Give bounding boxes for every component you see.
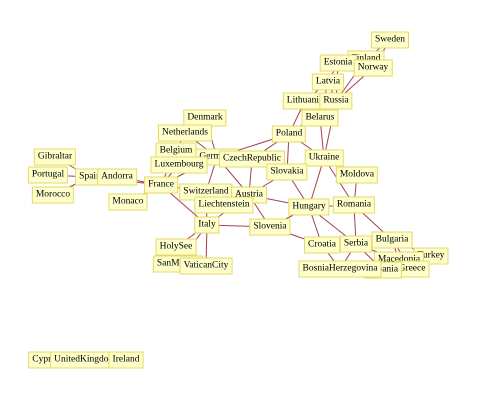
node-italy[interactable]: Italy: [194, 216, 220, 234]
node-czech[interactable]: CzechRepublic: [218, 150, 286, 168]
node-norway[interactable]: Norway: [353, 59, 393, 77]
node-holysee[interactable]: HolySee: [155, 238, 197, 256]
node-liechtenstein[interactable]: Liechtenstein: [194, 196, 254, 214]
node-lithuania[interactable]: Lithuania: [282, 92, 328, 110]
node-serbia[interactable]: Serbia: [339, 235, 373, 253]
node-moldova[interactable]: Moldova: [335, 166, 379, 184]
node-andorra[interactable]: Andorra: [97, 168, 137, 186]
node-gibraltar[interactable]: Gibraltar: [33, 148, 77, 166]
node-monaco[interactable]: Monaco: [108, 193, 148, 211]
node-estonia[interactable]: Estonia: [319, 54, 357, 72]
node-morocco[interactable]: Morocco: [31, 186, 75, 204]
node-croatia[interactable]: Croatia: [304, 236, 340, 254]
node-bulgaria[interactable]: Bulgaria: [371, 231, 413, 249]
node-belarus[interactable]: Belarus: [301, 109, 339, 127]
node-russia[interactable]: Russia: [319, 92, 353, 110]
node-ireland[interactable]: Ireland: [108, 351, 144, 369]
node-luxembourg[interactable]: Luxembourg: [150, 156, 208, 174]
node-slovenia[interactable]: Slovenia: [249, 218, 291, 236]
node-bosnia[interactable]: BosniaHerzegovina: [298, 260, 382, 278]
node-sweden[interactable]: Sweden: [370, 31, 410, 49]
node-netherlands[interactable]: Netherlands: [158, 124, 212, 142]
node-poland[interactable]: Poland: [271, 125, 307, 143]
node-uk[interactable]: UnitedKingdom: [50, 351, 120, 369]
node-hungary[interactable]: Hungary: [288, 198, 330, 216]
node-latvia[interactable]: Latvia: [311, 73, 345, 91]
node-portugal[interactable]: Portugal: [27, 166, 69, 184]
node-romania[interactable]: Romania: [332, 196, 376, 214]
node-slovakia[interactable]: Slovakia: [266, 163, 308, 181]
node-france[interactable]: France: [144, 176, 178, 194]
node-ukraine[interactable]: Ukraine: [304, 149, 344, 167]
node-vatican[interactable]: VaticanCity: [179, 257, 233, 275]
